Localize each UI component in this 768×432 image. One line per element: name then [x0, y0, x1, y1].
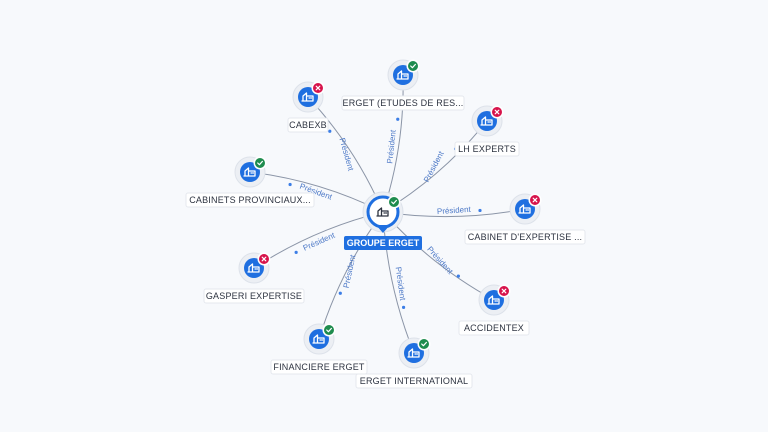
building-icon: [487, 295, 500, 305]
company-name[interactable]: FINANCIERE ERGET: [273, 362, 365, 372]
edge-arrow-icon: [456, 274, 460, 278]
edge-arrow-icon: [328, 129, 332, 133]
edge-label: Président: [342, 253, 358, 289]
edge-label: Président: [422, 149, 446, 184]
inactive-status-icon: [490, 105, 504, 119]
pin-pointer-icon: [376, 225, 390, 233]
company-node[interactable]: CABINET D'EXPERTISE ...: [464, 193, 586, 245]
inactive-status-icon: [311, 81, 325, 95]
building-icon: [247, 263, 260, 273]
company-name[interactable]: ERGET INTERNATIONAL: [360, 376, 468, 386]
edge-arrow-icon: [288, 182, 292, 187]
active-status-icon: [322, 323, 336, 337]
company-name[interactable]: CABINET D'EXPERTISE ...: [468, 232, 583, 242]
building-icon: [518, 204, 531, 214]
building-icon: [376, 207, 389, 217]
company-node[interactable]: CABEXB: [287, 81, 329, 133]
company-node[interactable]: CABINETS PROVINCIAUX...: [185, 156, 315, 208]
company-name[interactable]: CABINETS PROVINCIAUX...: [189, 195, 311, 205]
edge-label: Président: [385, 129, 398, 164]
company-name[interactable]: GASPERI EXPERTISE: [206, 291, 302, 301]
inactive-status-icon: [528, 193, 542, 207]
company-name[interactable]: LH EXPERTS: [458, 144, 516, 154]
company-node[interactable]: ERGET (ETUDES DE RES...: [341, 59, 465, 111]
building-icon: [480, 116, 493, 126]
building-icon: [407, 348, 420, 358]
company-node[interactable]: ERGET INTERNATIONAL: [355, 337, 473, 389]
nodes-layer: CABEXB ERGET (ETUDES DE RES... LH EXPERTS C…: [185, 59, 586, 389]
company-node[interactable]: ACCIDENTEX: [458, 284, 530, 336]
center-node[interactable]: GROUPE ERGET: [344, 191, 422, 250]
inactive-status-icon: [497, 284, 511, 298]
company-node[interactable]: FINANCIERE ERGET: [270, 323, 368, 375]
active-status-icon: [417, 337, 431, 351]
building-icon: [396, 70, 409, 80]
edge-label: Président: [437, 205, 472, 216]
active-status-icon: [406, 59, 420, 73]
edge-arrow-icon: [396, 117, 400, 121]
edge-arrow-icon: [401, 305, 406, 309]
edge-arrow-icon: [338, 291, 342, 295]
building-icon: [243, 167, 256, 177]
company-name[interactable]: ACCIDENTEX: [464, 323, 524, 333]
company-node[interactable]: LH EXPERTS: [454, 105, 520, 157]
edge-arrow-icon: [294, 250, 298, 254]
building-icon: [301, 92, 314, 102]
company-name[interactable]: CABEXB: [289, 120, 327, 130]
edge-label: Président: [425, 245, 455, 277]
edge-label: Président: [302, 230, 337, 252]
active-status-icon: [253, 156, 267, 170]
company-name[interactable]: ERGET (ETUDES DE RES...: [343, 98, 464, 108]
building-icon: [312, 334, 325, 344]
company-node[interactable]: GASPERI EXPERTISE: [203, 252, 305, 304]
inactive-status-icon: [257, 252, 271, 266]
edge-arrow-icon: [478, 208, 482, 213]
active-status-icon: [387, 195, 401, 209]
center-company-name[interactable]: GROUPE ERGET: [347, 238, 420, 248]
